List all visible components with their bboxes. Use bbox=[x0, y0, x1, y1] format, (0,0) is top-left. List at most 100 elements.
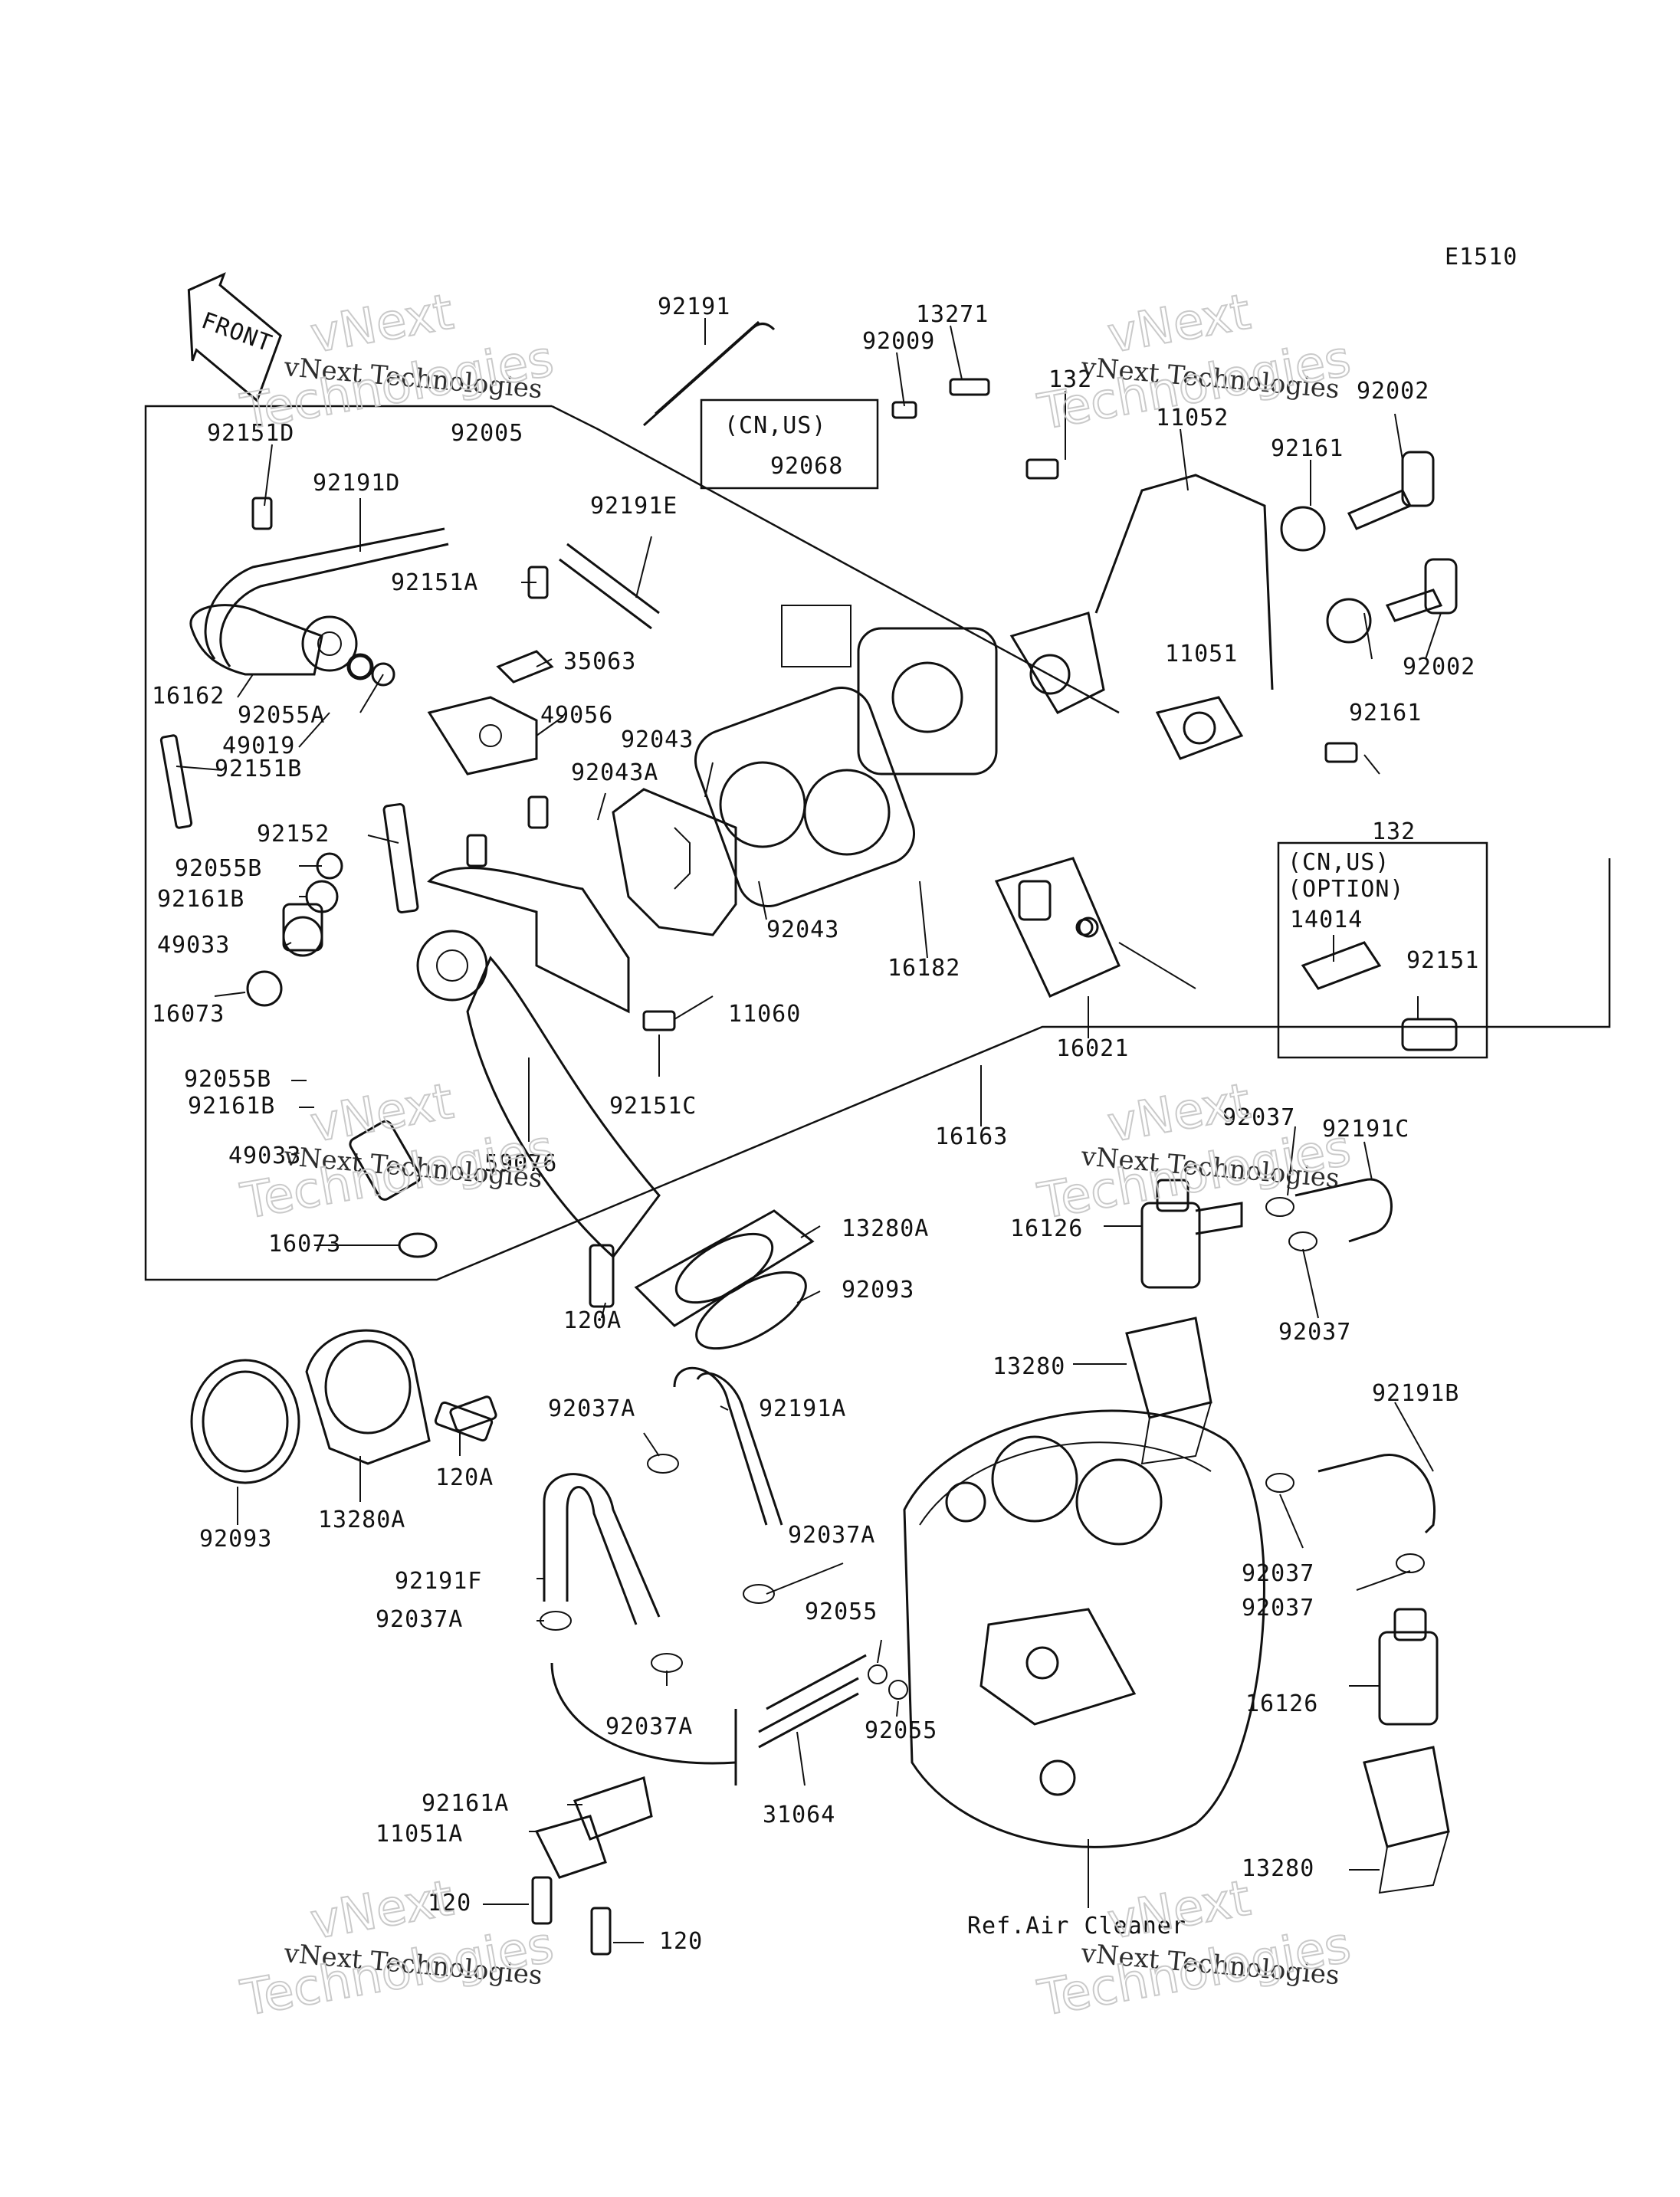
plate-13280A-lower bbox=[190, 1329, 497, 1484]
bracket-11051 bbox=[1155, 696, 1244, 760]
part-label: 92191D bbox=[313, 470, 400, 497]
hose-92191E bbox=[559, 543, 660, 630]
option-box-line1: (CN,US) bbox=[1288, 849, 1390, 876]
screw-fasteners bbox=[159, 378, 1358, 1031]
part-label: 92002 bbox=[1403, 654, 1475, 680]
part-label: 92043A bbox=[571, 759, 658, 786]
part-label: 16162 bbox=[152, 683, 225, 710]
pump-16126-upper bbox=[1140, 1179, 1243, 1289]
part-label: 92037 bbox=[1242, 1595, 1314, 1622]
part-label: 92043 bbox=[766, 917, 839, 943]
part-label: 92002 bbox=[1357, 378, 1429, 405]
part-label: 92043 bbox=[621, 726, 694, 753]
part-label: 13280A bbox=[842, 1215, 929, 1242]
reference-label: Ref.Air Cleaner bbox=[967, 1913, 1186, 1940]
injector-2 bbox=[349, 1120, 438, 1258]
part-label: 49019 bbox=[222, 733, 295, 759]
part-label: 49056 bbox=[540, 702, 613, 729]
leader-lines bbox=[176, 318, 1442, 1943]
part-label: 92093 bbox=[199, 1526, 272, 1553]
part-label: 49033 bbox=[157, 932, 230, 959]
part-label: 11051 bbox=[1165, 641, 1238, 667]
hose-92191B bbox=[1317, 1454, 1436, 1534]
part-label: 92151B bbox=[215, 756, 302, 782]
fuel-rail bbox=[416, 867, 661, 1259]
bracket-14014 bbox=[1301, 941, 1458, 1051]
air-cleaner-case bbox=[903, 1409, 1265, 1848]
part-label: 92055B bbox=[184, 1066, 271, 1093]
hose-92191C bbox=[1294, 1178, 1393, 1243]
part-label: 92191E bbox=[590, 493, 678, 520]
fitting-49056 bbox=[427, 696, 538, 776]
part-label: 92009 bbox=[862, 328, 935, 355]
part-label: 16163 bbox=[935, 1123, 1008, 1150]
region-box-label: (CN,US) bbox=[724, 412, 826, 439]
part-label: 16073 bbox=[152, 1001, 225, 1028]
wing-clamp-icon bbox=[540, 1197, 1425, 1700]
hose-92191F bbox=[543, 1473, 661, 1625]
part-label: 92151D bbox=[207, 420, 294, 447]
part-label: 132 bbox=[1372, 818, 1416, 845]
diagram-code: E1510 bbox=[1445, 244, 1518, 271]
part-label: 92037 bbox=[1222, 1104, 1295, 1131]
part-label: 92161 bbox=[1349, 700, 1422, 726]
part-label: 92068 bbox=[770, 453, 843, 480]
part-label: 92055A bbox=[238, 702, 325, 729]
assembly-frame-top bbox=[551, 405, 1120, 714]
o-rings bbox=[282, 654, 1094, 957]
clip-35063 bbox=[496, 650, 554, 684]
option-box bbox=[1277, 841, 1488, 1059]
part-label: 92151C bbox=[609, 1093, 697, 1120]
bolt-120 bbox=[531, 1876, 612, 1956]
part-label: 13271 bbox=[916, 301, 989, 328]
part-label: 120 bbox=[428, 1890, 471, 1917]
part-label: 31064 bbox=[763, 1802, 835, 1828]
part-label: 11052 bbox=[1156, 405, 1229, 431]
hose-92191 bbox=[643, 320, 776, 427]
part-label: 92093 bbox=[842, 1277, 914, 1303]
part-label: 92161B bbox=[157, 886, 244, 913]
part-label: 92151 bbox=[1406, 947, 1479, 974]
part-label: 16126 bbox=[1245, 1690, 1318, 1717]
part-label: 92191C bbox=[1322, 1116, 1409, 1143]
part-label: 13280 bbox=[993, 1353, 1065, 1380]
part-label: 92055B bbox=[175, 855, 262, 882]
part-label: 92151A bbox=[391, 569, 478, 596]
part-label: 92005 bbox=[451, 420, 523, 447]
bracket-13280-lower bbox=[1363, 1746, 1450, 1894]
collar-92161 bbox=[1280, 506, 1372, 644]
part-label: 92191 bbox=[658, 293, 730, 320]
part-label: 16073 bbox=[268, 1231, 341, 1258]
part-label: 92161B bbox=[188, 1093, 275, 1120]
part-label: 92055 bbox=[805, 1599, 878, 1625]
part-label: 16182 bbox=[888, 955, 960, 982]
part-label: 11051A bbox=[376, 1821, 463, 1848]
front-label: FRONT bbox=[198, 307, 276, 357]
part-labels: 92191 13271 92009 132 11052 92002 92161 … bbox=[152, 293, 1479, 1955]
part-label: 132 bbox=[1048, 366, 1092, 393]
part-label: 13280A bbox=[318, 1507, 405, 1533]
part-label: 92152 bbox=[257, 821, 330, 848]
bracket-13280-upper bbox=[1125, 1317, 1212, 1465]
bolt-120A bbox=[434, 1244, 615, 1442]
injector-1 bbox=[246, 903, 323, 1007]
part-label: 120 bbox=[659, 1928, 703, 1955]
part-label: 92037A bbox=[548, 1395, 635, 1422]
part-label: 92161 bbox=[1271, 435, 1344, 462]
sensor-16021 bbox=[994, 857, 1196, 998]
part-label: 120A bbox=[563, 1307, 622, 1334]
assembly-frame bbox=[144, 405, 1611, 1281]
part-label: 120A bbox=[435, 1464, 494, 1491]
part-label: 92037 bbox=[1242, 1560, 1314, 1587]
part-label: 92191A bbox=[759, 1395, 846, 1422]
throttle-body bbox=[694, 605, 998, 908]
bracket-92161A bbox=[573, 1776, 653, 1841]
bracket-11052 bbox=[1009, 474, 1274, 714]
bolt-92002 bbox=[1347, 451, 1458, 622]
part-label: 92191B bbox=[1372, 1380, 1459, 1407]
part-label: 59076 bbox=[484, 1150, 557, 1177]
hose-92191A bbox=[673, 1366, 783, 1526]
watermark: vNext Technologies vNext Technologies vN… bbox=[236, 283, 1356, 2028]
part-label: 16021 bbox=[1056, 1035, 1129, 1062]
